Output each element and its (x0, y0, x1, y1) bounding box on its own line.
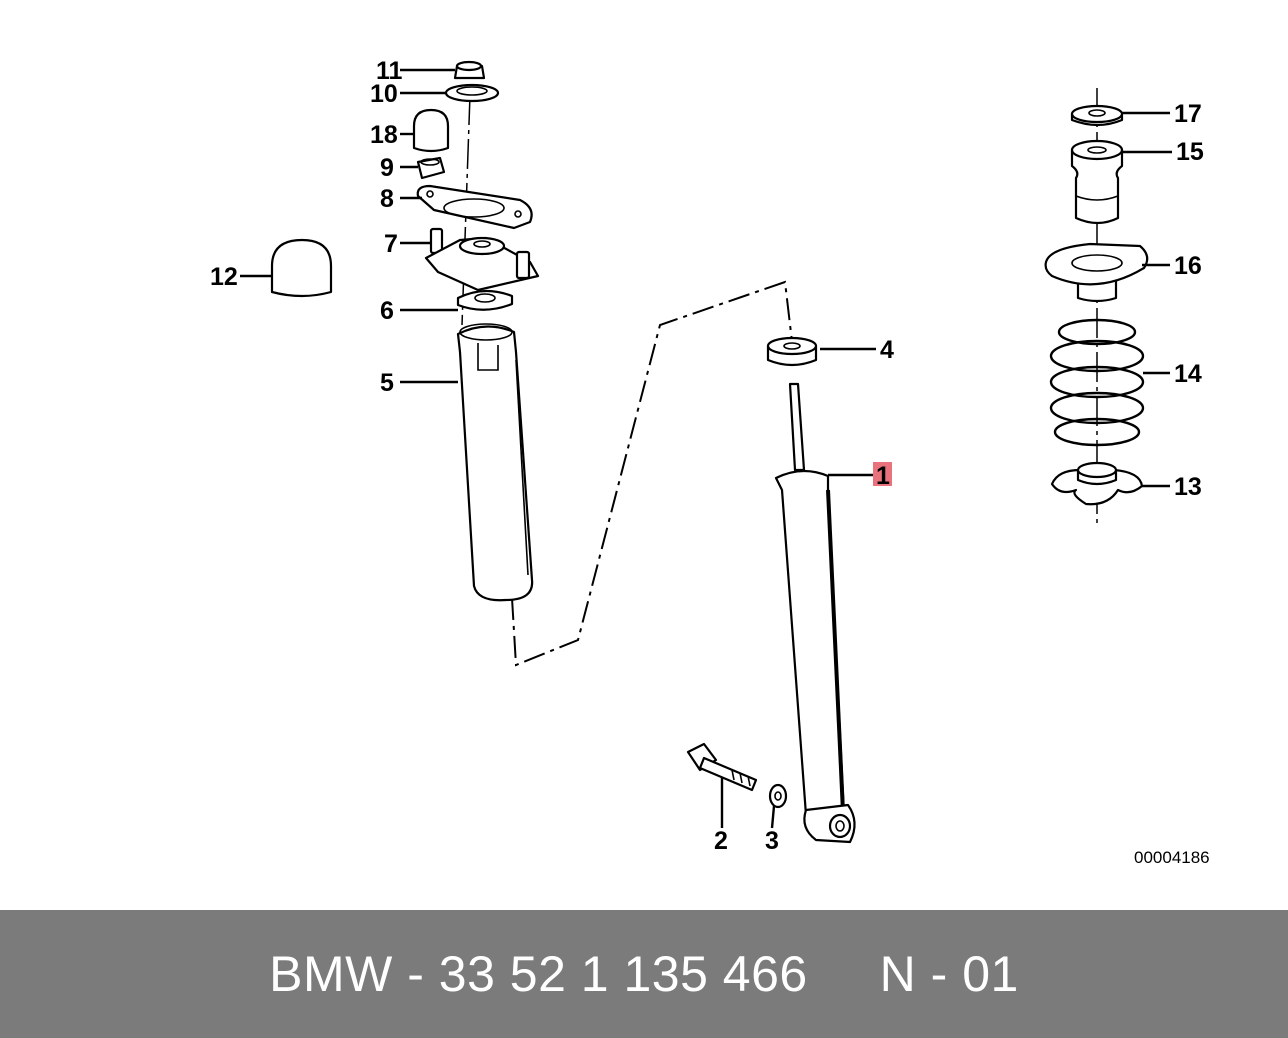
parts-diagram: 11 10 18 9 8 7 12 6 5 4 1 2 3 17 15 16 1… (210, 57, 1210, 867)
label-part-5: 5 (380, 369, 394, 397)
part-17-washer (1070, 104, 1124, 127)
footer-banner: BMW - 33 52 1 135 466 N - 01 (0, 910, 1288, 1038)
assembly-line-left (511, 280, 794, 667)
label-part-10: 10 (370, 80, 398, 108)
diagram-reference-number: 00004186 (1134, 848, 1210, 867)
part-14-coil-spring (1049, 318, 1145, 447)
part-number-caption: BMW - 33 52 1 135 466 N - 01 (269, 946, 1019, 1002)
label-part-4: 4 (880, 336, 894, 364)
label-part-16: 16 (1174, 252, 1202, 280)
label-part-11: 11 (376, 57, 403, 85)
part-9-nut (416, 156, 446, 180)
label-part-8: 8 (380, 185, 394, 213)
label-part-15: 15 (1176, 138, 1204, 166)
part-10-washer (444, 83, 500, 103)
label-part-12: 12 (210, 263, 238, 291)
part-3-washer (768, 783, 788, 809)
label-part-13: 13 (1174, 473, 1202, 501)
part-13-spring-pad (1050, 461, 1144, 506)
label-part-6: 6 (380, 297, 394, 325)
label-part-18: 18 (370, 121, 398, 149)
part-15-bump-stop (1070, 139, 1124, 225)
label-part-9: 9 (380, 154, 394, 182)
part-2-bolt (686, 742, 758, 792)
label-part-14: 14 (1174, 360, 1202, 388)
part-5-protective-tube (456, 323, 534, 602)
part-8-plate (416, 184, 533, 230)
part-4-buffer (766, 336, 818, 367)
part-7-support-mount (424, 227, 540, 292)
label-part-7: 7 (384, 230, 398, 258)
part-16-spring-seat (1044, 242, 1149, 303)
label-part-1: 1 (876, 462, 890, 490)
label-part-3: 3 (765, 827, 779, 855)
label-part-17: 17 (1174, 100, 1202, 128)
part-12-cap (270, 238, 333, 298)
part-1-shock-absorber (774, 382, 856, 844)
part-11-nut (453, 60, 486, 80)
leader-lines (240, 68, 1172, 829)
part-18-cap (412, 108, 450, 153)
label-part-2: 2 (714, 827, 728, 855)
label-part-1-highlight (873, 462, 892, 486)
part-6-ring (456, 289, 514, 311)
